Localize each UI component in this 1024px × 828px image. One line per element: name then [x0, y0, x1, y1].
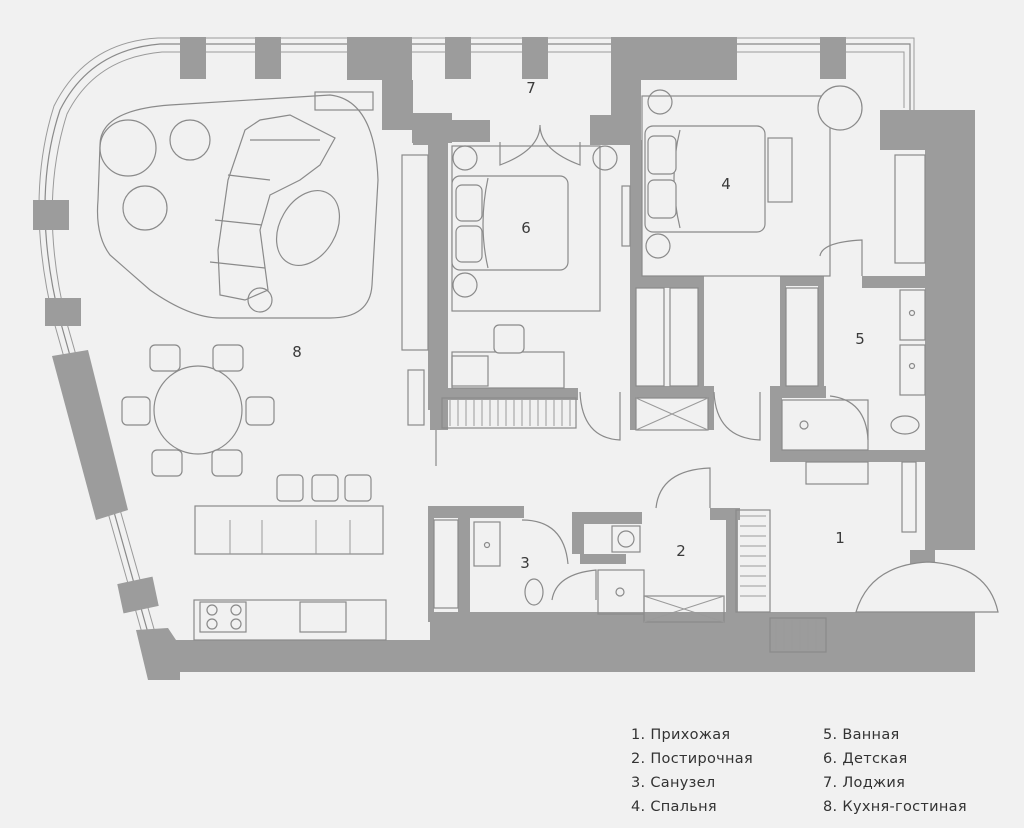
wc-fixtures — [433, 519, 569, 609]
legend-item-7: 7. Лоджия — [823, 775, 906, 791]
room-number-2: 2 — [676, 542, 686, 560]
living-furniture — [96, 91, 437, 641]
bedroom-furniture — [621, 85, 926, 441]
legend-item-5: 5. Ванная — [823, 727, 900, 743]
legend-left: 1. Прихожая 2. Постирочная 3. Санузел 4.… — [631, 723, 753, 819]
legend-item-8: 8. Кухня-гостиная — [823, 799, 967, 815]
legend-item-3: 3. Санузел — [631, 775, 716, 791]
kids-room-furniture — [441, 145, 621, 441]
room-number-4: 4 — [721, 175, 731, 193]
room-number-1: 1 — [835, 529, 845, 547]
legend-item-6: 6. Детская — [823, 751, 908, 767]
laundry-fixtures — [551, 467, 725, 623]
hall-fixtures — [735, 461, 999, 653]
legend-item-2: 2. Постирочная — [631, 751, 753, 767]
legend-item-4: 4. Спальня — [631, 799, 717, 815]
room-number-7: 7 — [526, 79, 536, 97]
room-number-3: 3 — [520, 554, 530, 572]
walls — [33, 37, 975, 680]
bath-fixtures — [781, 287, 926, 451]
facade — [38, 37, 915, 641]
legend-right: 5. Ванная 6. Детская 7. Лоджия 8. Кухня-… — [823, 723, 967, 819]
legend-item-1: 1. Прихожая — [631, 727, 731, 743]
room-number-6: 6 — [521, 219, 531, 237]
room-number-8: 8 — [292, 343, 302, 361]
room-number-5: 5 — [855, 330, 865, 348]
